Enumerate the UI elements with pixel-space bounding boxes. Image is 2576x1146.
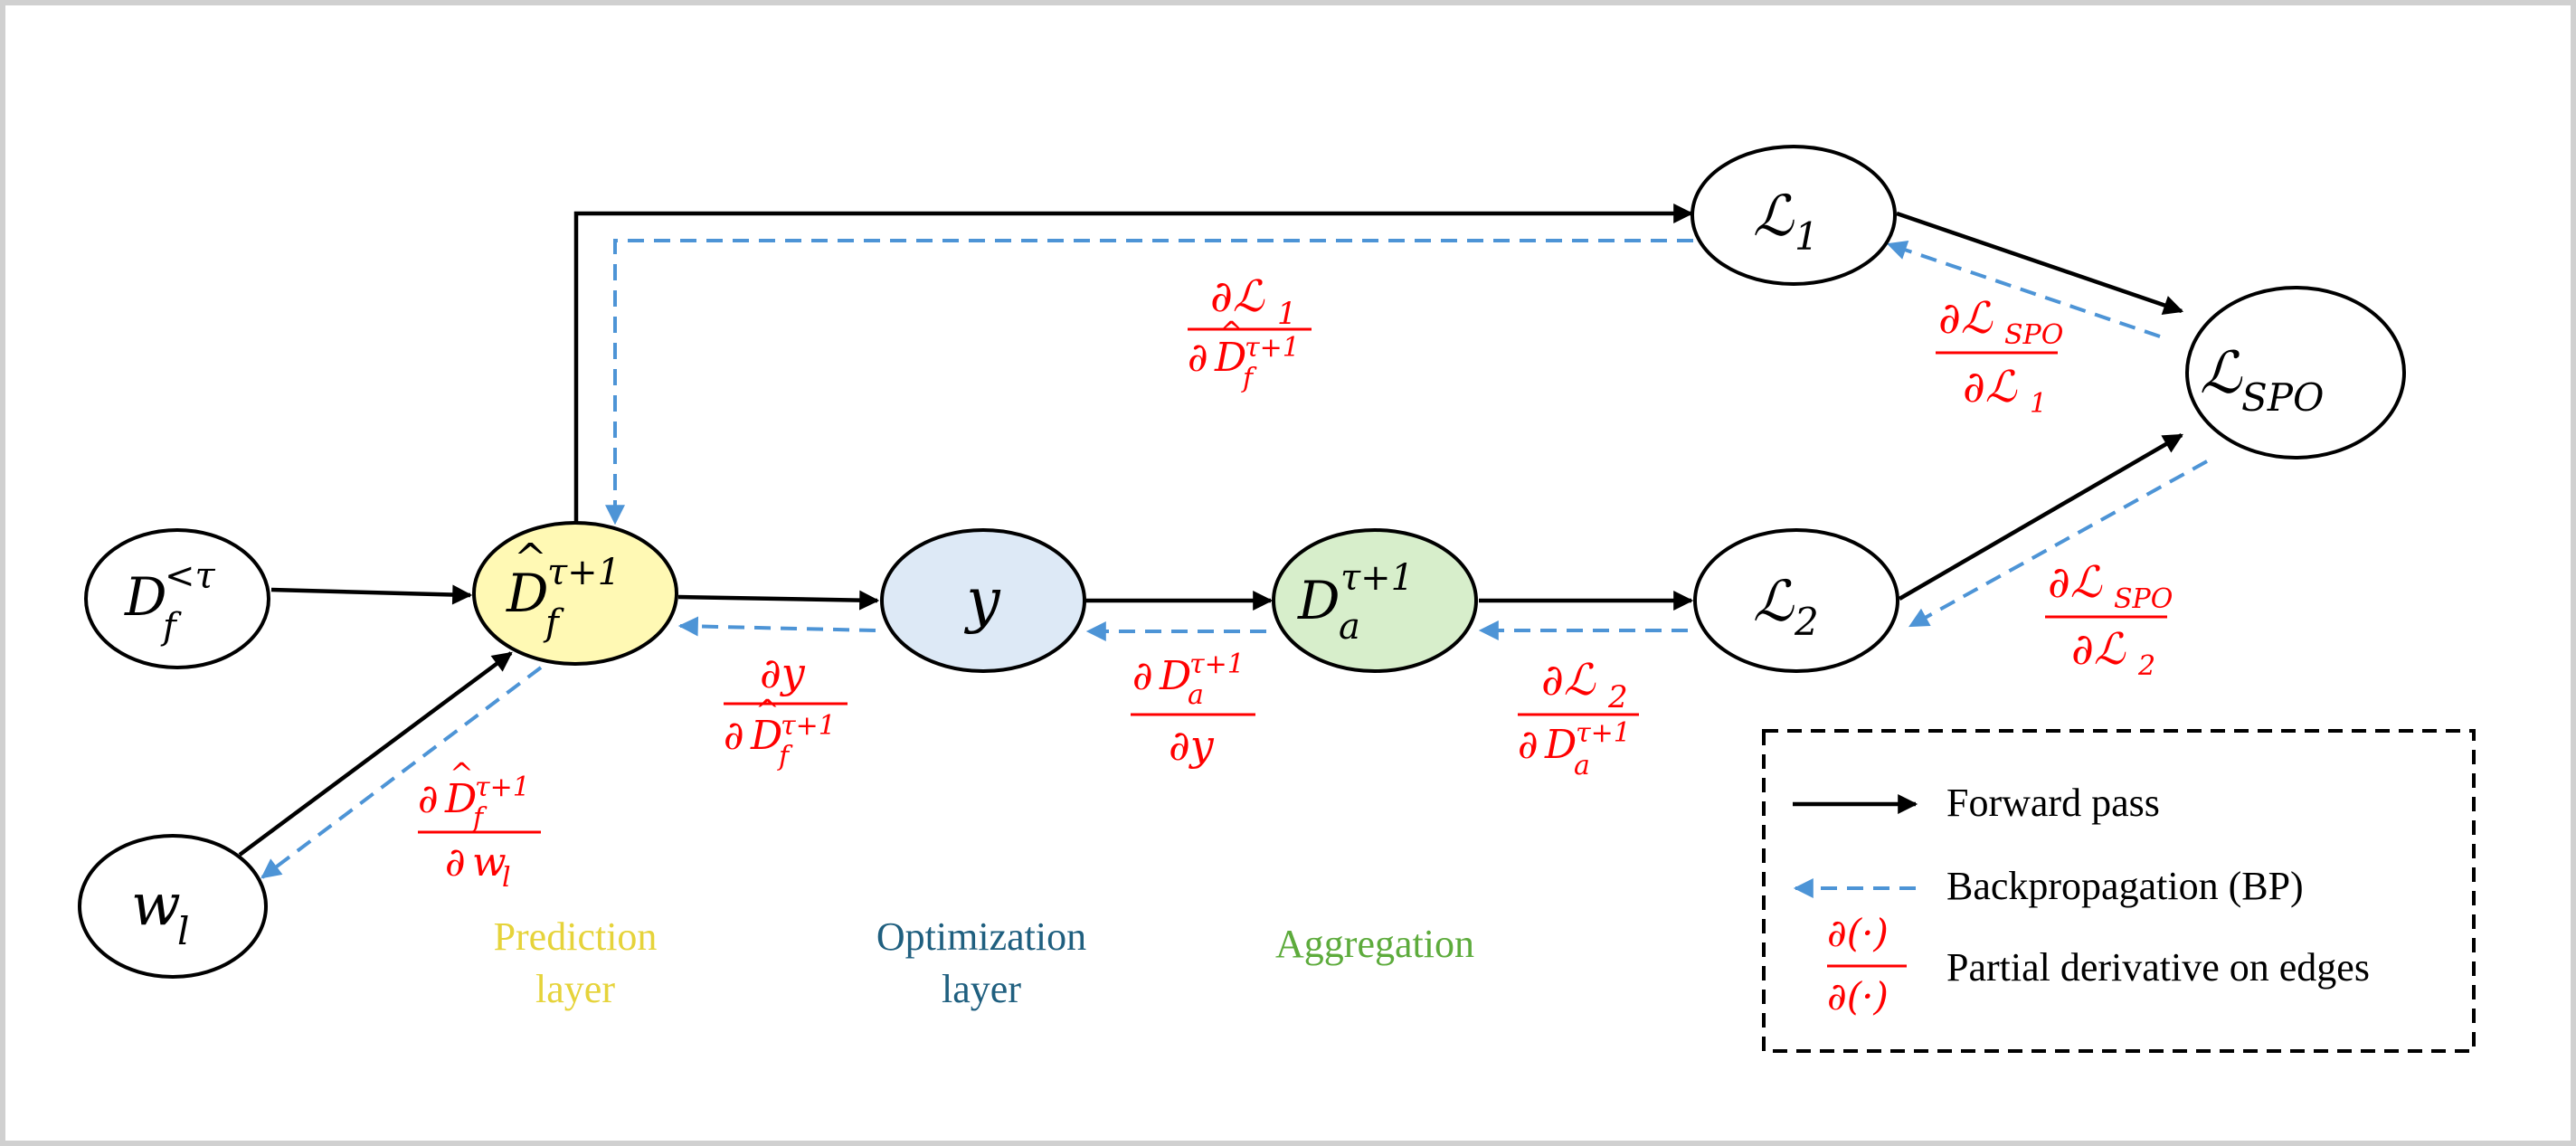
node-d-hat-base: D bbox=[506, 563, 549, 624]
deriv-lspo-l1-den: ∂ℒ bbox=[1963, 362, 2018, 412]
deriv-lspo-l1-den-sub: 1 bbox=[2030, 388, 2047, 420]
node-d-hat: D ^ f τ+1 bbox=[472, 521, 678, 666]
node-l1: ℒ 1 bbox=[1690, 145, 1897, 286]
layer-optimization-line2: layer bbox=[942, 967, 1021, 1011]
node-d-past-base: D bbox=[124, 566, 167, 628]
node-l2-sub: 2 bbox=[1794, 600, 1819, 644]
node-d-agg-sup: τ+1 bbox=[1340, 557, 1414, 599]
deriv-l1-dhat-den: ∂ bbox=[1188, 335, 1208, 381]
deriv-l2-dagg-num-sub: 2 bbox=[1607, 679, 1628, 715]
deriv-dhat-wl-den: ∂ bbox=[445, 839, 466, 886]
node-y: y bbox=[880, 528, 1086, 673]
fwd-edge-dpast-dhat bbox=[270, 584, 473, 605]
deriv-l1-dhat-den-base: D bbox=[1214, 335, 1246, 381]
bp-edge-lspo-l2 bbox=[1908, 459, 2208, 628]
deriv-l2-dagg-den: ∂ bbox=[1518, 722, 1539, 768]
node-d-hat-sup: τ+1 bbox=[547, 552, 620, 593]
deriv-l2-dagg: ∂ℒ 2 ∂ D a τ+1 bbox=[1518, 655, 1639, 781]
deriv-l1-dhat-den-hat: ^ bbox=[1219, 315, 1244, 349]
legend: Forward pass Backpropagation (BP) ∂(·) ∂… bbox=[1762, 729, 2476, 1053]
node-d-past: D f <τ bbox=[84, 528, 270, 669]
deriv-dagg-y-den: ∂y bbox=[1169, 721, 1215, 770]
deriv-y-dhat-den-hat: ^ bbox=[755, 693, 780, 727]
legend-partial-num: ∂(·) bbox=[1827, 911, 1889, 955]
layer-prediction-line1: Prediction bbox=[494, 914, 658, 959]
node-w-l-base: w bbox=[131, 872, 181, 939]
deriv-dhat-wl-num-hat: ^ bbox=[450, 756, 474, 791]
deriv-lspo-l2-den: ∂ℒ bbox=[2071, 624, 2126, 675]
bp-edge-l1-dhat bbox=[605, 239, 1693, 526]
deriv-l1-dhat-den-sup: τ+1 bbox=[1245, 332, 1300, 364]
fwd-edge-wl-dhat bbox=[238, 651, 513, 857]
deriv-l1-dhat-num: ∂ℒ bbox=[1210, 271, 1265, 322]
fwd-edge-l1-lspo bbox=[1896, 211, 2184, 315]
deriv-dhat-wl: ∂ D ^ f τ+1 ∂ w l bbox=[418, 756, 541, 894]
deriv-lspo-l1-num: ∂ℒ bbox=[1938, 293, 1994, 344]
deriv-dhat-wl-num: ∂ bbox=[418, 776, 439, 822]
deriv-dagg-y-num: ∂ bbox=[1132, 653, 1153, 699]
bp-edge-dhat-wl bbox=[260, 666, 543, 879]
deriv-y-dhat-den: ∂ bbox=[724, 713, 744, 759]
deriv-y-dhat-den-base: D bbox=[750, 713, 782, 759]
deriv-lspo-l1-num-sub: SPO bbox=[2004, 319, 2063, 351]
deriv-l1-dhat-den-sub: f bbox=[1241, 363, 1257, 394]
node-l1-base: ℒ bbox=[1753, 183, 1795, 249]
legend-partial-den: ∂(·) bbox=[1827, 974, 1889, 1018]
deriv-l1-dhat-num-sub: 1 bbox=[1277, 296, 1297, 332]
deriv-dagg-y: ∂ D a τ+1 ∂y bbox=[1131, 649, 1255, 770]
deriv-lspo-l2-num: ∂ℒ bbox=[2048, 557, 2103, 608]
node-l-spo: ℒ SPO bbox=[2185, 286, 2406, 459]
deriv-l2-dagg-den-sup: τ+1 bbox=[1576, 717, 1631, 749]
node-w-l: w l bbox=[78, 834, 268, 979]
deriv-dhat-wl-num-sup: τ+1 bbox=[475, 772, 530, 803]
deriv-l2-dagg-den-sub: a bbox=[1574, 750, 1590, 781]
deriv-dagg-y-num-sub: a bbox=[1188, 679, 1204, 711]
deriv-l2-dagg-den-base: D bbox=[1544, 722, 1577, 768]
deriv-dagg-y-num-sup: τ+1 bbox=[1189, 649, 1245, 680]
deriv-dhat-wl-num-sub: f bbox=[471, 802, 488, 834]
deriv-dagg-y-num-base: D bbox=[1159, 653, 1191, 699]
fwd-edge-dhat-y bbox=[677, 590, 880, 611]
deriv-lspo-l2-den-sub: 2 bbox=[2137, 650, 2155, 682]
fwd-edge-l2-lspo bbox=[1898, 433, 2183, 601]
deriv-dhat-wl-den-base: w bbox=[472, 839, 507, 886]
legend-backprop-label: Backpropagation (BP) bbox=[1946, 864, 2304, 908]
deriv-lspo-l2: ∂ℒ SPO ∂ℒ 2 bbox=[2045, 557, 2173, 682]
fwd-edge-dhat-l1 bbox=[573, 204, 1694, 530]
node-d-past-sup: <τ bbox=[165, 555, 216, 597]
deriv-l2-dagg-num: ∂ℒ bbox=[1541, 655, 1596, 706]
deriv-l1-dhat: ∂ℒ 1 ∂ D ^ f τ+1 bbox=[1188, 271, 1312, 394]
node-l2-base: ℒ bbox=[1753, 568, 1795, 634]
bp-edge-y-dhat bbox=[677, 616, 876, 637]
bp-edge-lspo-l1 bbox=[1886, 240, 2161, 338]
deriv-y-dhat-den-sub: f bbox=[777, 741, 793, 772]
node-w-l-sub: l bbox=[177, 909, 189, 953]
node-l-spo-base: ℒ bbox=[2200, 340, 2243, 407]
deriv-dhat-wl-num-base: D bbox=[444, 776, 477, 822]
node-l2: ℒ 2 bbox=[1693, 528, 1899, 673]
legend-forward-label: Forward pass bbox=[1946, 781, 2160, 825]
deriv-y-dhat-den-sup: τ+1 bbox=[781, 710, 836, 742]
node-l-spo-sub: SPO bbox=[2241, 375, 2324, 420]
deriv-dhat-wl-den-sub: l bbox=[502, 862, 511, 894]
deriv-lspo-l2-num-sub: SPO bbox=[2114, 583, 2173, 615]
layer-prediction-line2: layer bbox=[535, 967, 615, 1011]
node-l1-sub: 1 bbox=[1795, 214, 1819, 259]
node-d-agg-sub: a bbox=[1339, 606, 1360, 648]
deriv-lspo-l1: ∂ℒ SPO ∂ℒ 1 bbox=[1936, 293, 2063, 420]
layer-aggregation: Aggregation bbox=[1275, 922, 1474, 966]
legend-partial-label: Partial derivative on edges bbox=[1946, 945, 2370, 990]
node-d-agg-base: D bbox=[1297, 570, 1340, 631]
node-d-hat-hat: ^ bbox=[514, 535, 547, 582]
deriv-y-dhat: ∂y ∂ D ^ f τ+1 bbox=[724, 649, 848, 772]
node-d-agg: D a τ+1 bbox=[1272, 528, 1478, 673]
deriv-y-dhat-num: ∂y bbox=[760, 649, 806, 697]
layer-optimization-line1: Optimization bbox=[876, 914, 1086, 959]
node-y-label: y bbox=[963, 565, 1000, 635]
